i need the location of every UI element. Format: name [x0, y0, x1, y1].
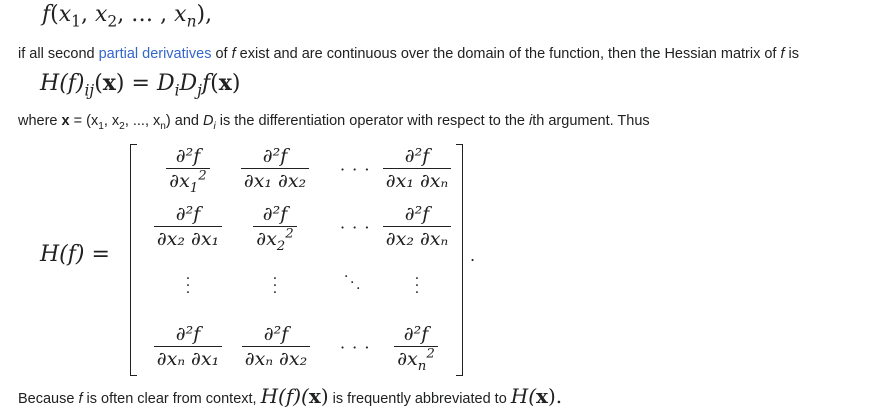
- formula-function-signature: f(x1, x2, … , xn),: [42, 2, 213, 31]
- inline-formula-Hx: H(x).: [510, 384, 563, 408]
- matrix-hdots-r2: · · ·: [340, 218, 371, 237]
- matrix-vdots-c4: ···: [414, 271, 420, 301]
- matrix-cell-r1c4: ∂²f∂x₁ ∂xₙ: [372, 144, 462, 193]
- partial-derivatives-link[interactable]: partial derivatives: [98, 46, 212, 62]
- paragraph-where-definition: where x = (x1, x2, ..., xn) and Di is th…: [18, 113, 650, 132]
- matrix-cell-r4c1: ∂²f∂xₙ ∂x₁: [138, 322, 238, 371]
- matrix-cell-r4c2: ∂²f∂xₙ ∂x₂: [226, 322, 326, 371]
- matrix-cell-r1c2: ∂²f∂x₁ ∂x₂: [230, 144, 320, 193]
- matrix-left-bracket: [130, 144, 137, 376]
- matrix-period: .: [470, 246, 476, 265]
- matrix-vdots-c1: ···: [185, 271, 191, 301]
- matrix-cell-r4c4: ∂²f∂xn2: [376, 322, 456, 373]
- matrix-ddots: · · ·: [344, 269, 361, 297]
- matrix-lhs: H(f) =: [40, 242, 110, 267]
- matrix-hdots-r1: · · ·: [340, 160, 371, 179]
- paragraph-partial-derivatives: if all second partial derivatives of f e…: [18, 46, 800, 62]
- inline-formula-Hf-x: H(f)(x): [260, 384, 329, 408]
- hessian-matrix-formula: H(f) = ∂²f∂x12 ∂²f∂x₁ ∂x₂ · · · ∂²f∂x₁ ∂…: [40, 138, 510, 378]
- matrix-cell-r2c1: ∂²f∂x₂ ∂x₁: [138, 202, 238, 251]
- matrix-vdots-c2: ···: [272, 271, 278, 301]
- matrix-hdots-r4: · · ·: [340, 338, 371, 357]
- formula-f: f: [42, 2, 51, 27]
- matrix-cell-r1c1: ∂²f∂x12: [148, 144, 228, 195]
- matrix-cell-r2c2: ∂²f∂x22: [235, 202, 315, 253]
- formula-hessian-entry: H(f)ij(x) = DiDjf(x): [40, 70, 241, 100]
- matrix-cell-r2c4: ∂²f∂x₂ ∂xₙ: [372, 202, 462, 251]
- paragraph-abbreviation: Because f is often clear from context, H…: [18, 384, 563, 408]
- matrix-right-bracket: [456, 144, 463, 376]
